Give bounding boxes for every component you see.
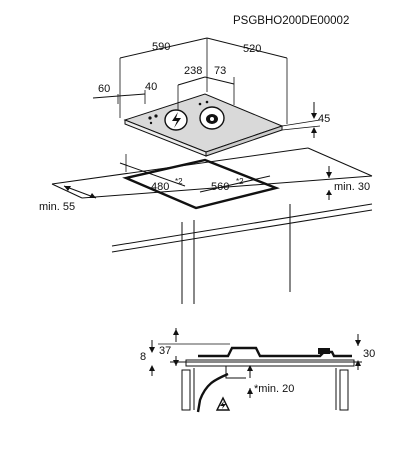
cutout-width-note: *2 xyxy=(236,177,244,186)
gas-cable xyxy=(196,372,229,413)
lightning-warning-icon xyxy=(164,109,188,131)
control-knobs-icon xyxy=(148,100,209,125)
depth-37-label: 37 xyxy=(159,345,171,357)
side-offset-label: 40 xyxy=(145,81,157,93)
right-offset-label: 73 xyxy=(214,65,226,77)
section-view: 8 37 30 *min. 20 xyxy=(140,328,375,413)
depth-label: 520 xyxy=(243,43,261,55)
center-offset-label: 238 xyxy=(184,65,202,77)
worktop-cutout: 480 *2 560 *2 min. 55 min. 30 xyxy=(39,147,373,304)
diagram-code: PSGBHO200DE00002 xyxy=(233,15,349,27)
min-below-label: *min. 20 xyxy=(254,383,294,395)
hob-top-view: 590 520 238 73 60 40 45 xyxy=(92,37,330,157)
cutout-outline xyxy=(122,158,280,210)
gap-label: 8 xyxy=(140,351,146,363)
rear-min-label: min. 30 xyxy=(334,181,370,193)
width-label: 590 xyxy=(152,41,170,53)
electrical-warning-icon xyxy=(215,396,231,411)
clearance-label: 30 xyxy=(363,348,375,360)
left-offset-label: 60 xyxy=(98,83,110,95)
front-min-label: min. 55 xyxy=(39,201,75,213)
cutout-depth-note: *2 xyxy=(175,177,183,186)
gas-flame-icon xyxy=(199,106,225,130)
cutout-depth-label: 480 xyxy=(151,181,169,193)
cutout-width-label: 560 xyxy=(211,181,229,193)
height-label: 45 xyxy=(318,113,330,125)
